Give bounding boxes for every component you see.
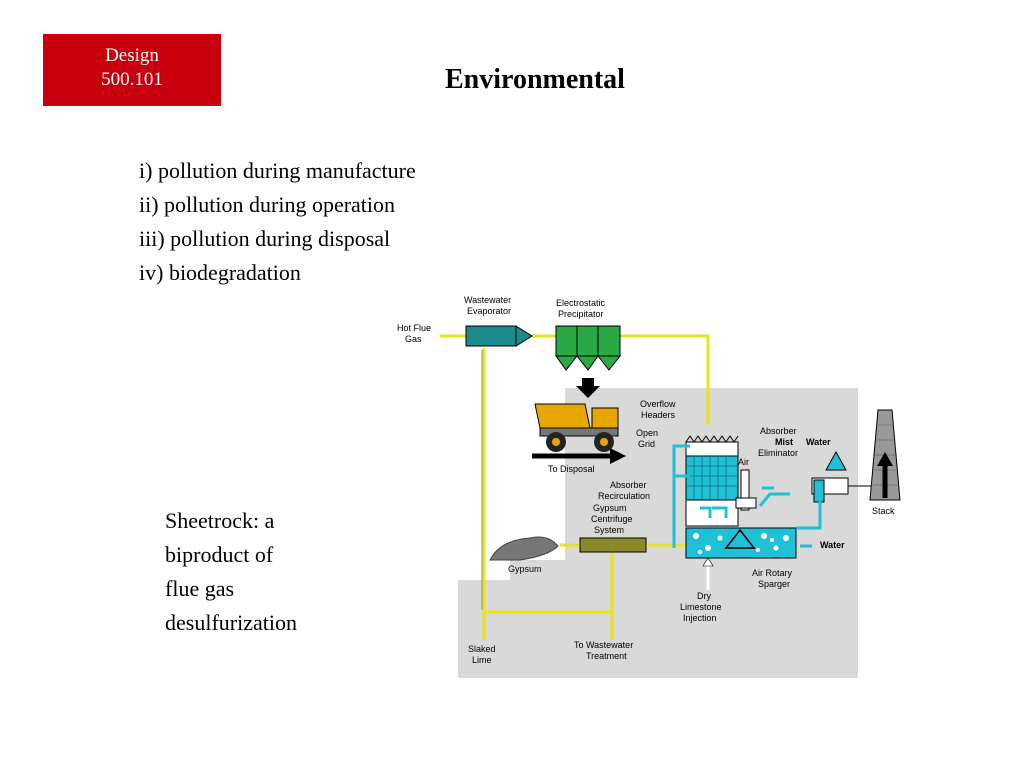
list-item: iv) biodegradation <box>139 260 301 285</box>
gypsum-label: Gypsum <box>508 564 542 574</box>
mist-label: Eliminator <box>758 448 798 458</box>
open-grid-label: Open <box>636 428 658 438</box>
sheetrock-note: Sheetrock: a biproduct of flue gas desul… <box>165 504 297 640</box>
to-disposal-arrow <box>532 448 626 464</box>
limestone-injection <box>702 557 714 590</box>
precipitator-label: Electrostatic <box>556 298 606 308</box>
yellow-pipes <box>440 334 710 640</box>
overflow-label: Overflow <box>640 399 676 409</box>
absorber-tower <box>685 435 739 527</box>
air-label: Air <box>738 457 749 467</box>
gypsum-centrifuge <box>579 537 647 553</box>
slaked-lime-label: Lime <box>472 655 492 665</box>
absorber-label: Absorber <box>760 426 797 436</box>
cyan-pipes <box>672 444 822 548</box>
note-line: Sheetrock: a <box>165 508 275 533</box>
open-grid-label: Grid <box>638 439 655 449</box>
mist-eliminator <box>811 450 872 503</box>
badge-line-1: Design <box>105 45 159 66</box>
centrifuge-label: Centrifuge <box>591 514 633 524</box>
air-inlet <box>735 469 757 511</box>
list-item: iii) pollution during disposal <box>139 226 391 251</box>
note-line: flue gas <box>165 576 235 601</box>
hot-flue-label: Gas <box>405 334 422 344</box>
overflow-label: Headers <box>641 410 676 420</box>
recirculation-label: Absorber <box>610 480 647 490</box>
sparger-label: Sparger <box>758 579 790 589</box>
page-title: Environmental <box>445 64 625 95</box>
wastewater-treatment-label: Treatment <box>586 651 627 661</box>
limestone-label: Injection <box>683 613 717 623</box>
to-disposal-label: To Disposal <box>548 464 595 474</box>
process-panel <box>458 388 858 678</box>
electrostatic-precipitator <box>555 325 622 398</box>
list-item: i) pollution during manufacture <box>139 158 416 183</box>
course-badge: Design 500.101 <box>43 34 221 106</box>
note-line: desulfurization <box>165 610 297 635</box>
bullet-list: i) pollution during manufacture ii) poll… <box>139 154 416 290</box>
recirculation-label: Recirculation <box>598 491 650 501</box>
precipitator-label: Precipitator <box>558 309 604 319</box>
limestone-label: Dry <box>697 591 711 601</box>
list-item: ii) pollution during operation <box>139 192 396 217</box>
evaporator-label: Evaporator <box>467 306 511 316</box>
water-top-label: Water <box>806 437 831 447</box>
stack-label: Stack <box>872 506 895 516</box>
slaked-lime-label: Slaked <box>468 644 496 654</box>
badge-line-2: 500.101 <box>101 69 163 90</box>
wastewater-evaporator <box>465 325 533 347</box>
water-right-label: Water <box>820 540 845 550</box>
centrifuge-label: System <box>594 525 624 535</box>
sparger-label: Air Rotary <box>752 568 793 578</box>
dump-truck <box>534 403 619 452</box>
centrifuge-label: Gypsum <box>593 503 627 513</box>
gypsum-pile <box>489 536 559 561</box>
evaporator-label: Wastewater <box>464 295 511 305</box>
note-line: biproduct of <box>165 542 274 567</box>
absorber-tank <box>685 527 797 559</box>
wastewater-treatment-label: To Wastewater <box>574 640 633 650</box>
mist-label: Mist <box>775 437 793 447</box>
hot-flue-label: Hot Flue <box>397 323 431 333</box>
stack <box>869 409 901 501</box>
limestone-label: Limestone <box>680 602 722 612</box>
